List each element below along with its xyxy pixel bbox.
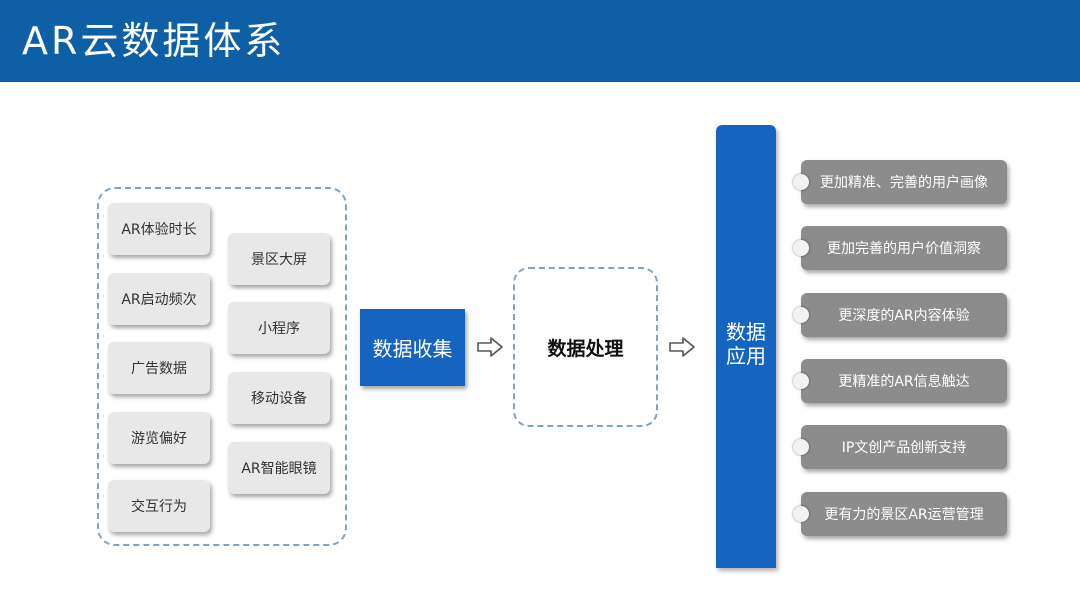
- bullet-dot-icon: [793, 240, 809, 256]
- source-item: AR启动频次: [108, 273, 210, 325]
- bullet-dot-icon: [793, 174, 809, 190]
- collection-sources-group: [97, 187, 347, 546]
- application-item: 更深度的AR内容体验: [793, 293, 1007, 337]
- bullet-dot-icon: [793, 439, 809, 455]
- application-item: IP文创产品创新支持: [793, 425, 1007, 469]
- application-item: 更精准的AR信息触达: [793, 359, 1007, 403]
- data-application-node: 数据 应用: [716, 125, 776, 568]
- device-item: 景区大屏: [228, 233, 330, 285]
- data-collection-node: 数据收集: [360, 309, 465, 386]
- device-item: 小程序: [228, 302, 330, 354]
- application-item: 更加精准、完善的用户画像: [793, 160, 1007, 204]
- device-item: AR智能眼镜: [228, 442, 330, 494]
- right-arrow-icon: [669, 337, 695, 357]
- bullet-dot-icon: [793, 307, 809, 323]
- data-processing-node: 数据处理: [547, 337, 624, 360]
- device-item: 移动设备: [228, 372, 330, 424]
- application-item: 更加完善的用户价值洞察: [793, 226, 1007, 270]
- header-bar: AR云数据体系: [0, 0, 1080, 82]
- data-processing-group: [513, 267, 658, 427]
- bullet-dot-icon: [793, 506, 809, 522]
- source-item: 游览偏好: [108, 412, 210, 464]
- source-item: 交互行为: [108, 480, 210, 532]
- bullet-dot-icon: [793, 373, 809, 389]
- page-title: AR云数据体系: [22, 19, 286, 63]
- source-item: 广告数据: [108, 342, 210, 394]
- source-item: AR体验时长: [108, 203, 210, 255]
- right-arrow-icon: [477, 337, 503, 357]
- application-item: 更有力的景区AR运营管理: [793, 492, 1007, 536]
- data-application-label: 数据 应用: [726, 320, 766, 368]
